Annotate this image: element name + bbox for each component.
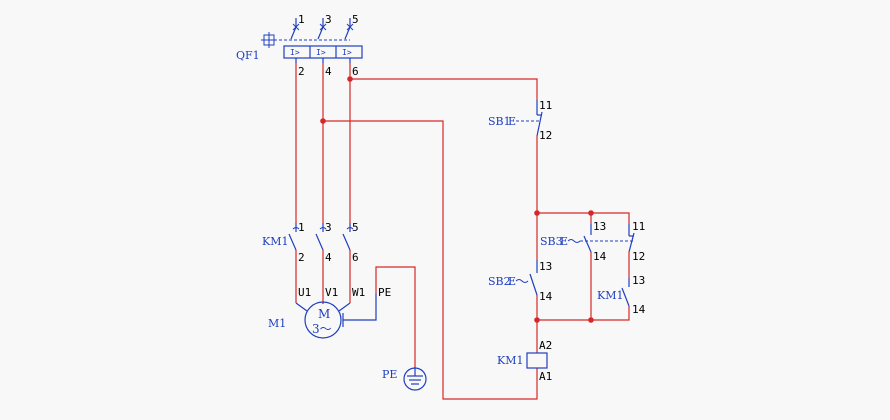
qf1-terminal-2: 2 [298, 65, 305, 78]
junction-dot [320, 118, 326, 124]
motor-label: M1 [268, 317, 286, 330]
junction-dot [588, 210, 594, 216]
km1-main-blade-3 [315, 233, 324, 251]
qf1-trip-label-2: I> [316, 48, 326, 57]
km1-aux-terminal-14: 14 [632, 303, 646, 316]
pe-ground: PE [382, 367, 427, 391]
wiring [295, 63, 630, 400]
motor-lead-w1 [338, 302, 351, 312]
coil-terminal-a2: A2 [539, 339, 552, 352]
sb2-start-button: E SB2 13 14 [488, 260, 553, 303]
km1-coil: KM1 A2 A1 [497, 339, 552, 383]
motor-pe-lead [343, 294, 377, 321]
sb1-terminal-12: 12 [539, 129, 552, 142]
sb1-terminal-11: 11 [539, 99, 552, 112]
qf1-trip-label-3: I> [342, 48, 352, 57]
sb2-terminal-13: 13 [539, 260, 552, 273]
sb3-no-blade [583, 235, 592, 253]
pe-ground-label: PE [382, 368, 397, 381]
km1-main-terminal-4: 4 [325, 251, 332, 264]
sb1-stop-button: E SB1 11 12 [488, 99, 552, 142]
km1-main-contacts: KM1 1 3 5 2 4 6 [262, 221, 359, 264]
sb2-terminal-14: 14 [539, 290, 553, 303]
km1-main-blade-1 [288, 233, 297, 251]
qf1-terminal-5: 5 [352, 13, 359, 26]
motor-symbol: M [318, 307, 330, 321]
km1-main-arc-5 [346, 227, 354, 230]
motor-subtitle: 3～ [312, 322, 332, 336]
sb3-button: E SB3 13 14 11 12 [540, 220, 645, 263]
km1-main-terminal-5: 5 [352, 221, 359, 234]
qf1-trip-label-1: I> [290, 48, 300, 57]
km1-main-terminal-2: 2 [298, 251, 305, 264]
qf1-cross-5b [346, 23, 354, 31]
wire-branch-bottom [537, 306, 630, 321]
qf1-terminal-4: 4 [325, 65, 332, 78]
qf1-terminal-1: 1 [298, 13, 305, 26]
qf1-cross-1b [292, 23, 300, 31]
km1-main-blade-5 [342, 233, 351, 251]
motor-terminal-v1: V1 [325, 286, 338, 299]
sb2-operator-icon: E [508, 275, 516, 288]
qf1-blade-1 [290, 26, 297, 40]
qf1-terminal-3: 3 [325, 13, 332, 26]
sb2-blade [529, 273, 538, 296]
junction-dot [534, 210, 540, 216]
sb3-actuator-wave [567, 239, 581, 243]
sb3-terminal-11: 11 [632, 220, 645, 233]
motor-lead-u1 [295, 302, 308, 312]
wire-branch-top [537, 212, 630, 224]
wire-pe [375, 266, 416, 367]
motor-terminal-w1: W1 [352, 286, 365, 299]
coil-terminal-a1: A1 [539, 370, 552, 383]
qf1-blade-3 [317, 26, 324, 40]
qf1-breaker: I> I> I> QF1 1 3 5 2 4 6 [236, 13, 363, 78]
qf1-blade-5 [344, 26, 351, 40]
km1-aux-contact: KM1 13 14 [597, 274, 646, 316]
wire-control-supply [350, 78, 538, 100]
motor-terminal-pe: PE [378, 286, 391, 299]
sb3-terminal-14: 14 [593, 250, 607, 263]
km1-main-terminal-6: 6 [352, 251, 359, 264]
sb3-nc-blade [628, 232, 635, 253]
km1-main-arc-3 [319, 227, 327, 230]
junction-dots [320, 76, 594, 323]
sb3-label: SB3 [540, 235, 563, 248]
km1-main-terminal-1: 1 [298, 221, 305, 234]
motor-m1: M 3～ M1 U1 V1 W1 PE [268, 286, 391, 339]
sb3-operator-icon: E [560, 235, 568, 248]
km1-main-terminal-3: 3 [325, 221, 332, 234]
km1-coil-icon [526, 352, 548, 369]
junction-dot [588, 317, 594, 323]
qf1-cross-3b [319, 23, 327, 31]
junction-dot [347, 76, 353, 82]
sb1-blade [536, 111, 543, 137]
wire-control-return [323, 120, 538, 400]
sb3-terminal-13: 13 [593, 220, 606, 233]
sb1-operator-icon: E [508, 115, 516, 128]
sb2-actuator-wave [515, 279, 529, 283]
sb1-label: SB1 [488, 115, 511, 128]
motor-icon [304, 301, 342, 339]
qf1-terminal-6: 6 [352, 65, 359, 78]
motor-terminal-u1: U1 [298, 286, 311, 299]
km1-aux-label: KM1 [597, 289, 623, 302]
km1-aux-blade [621, 287, 630, 307]
km1-main-arc-1 [292, 227, 300, 230]
sb2-label: SB2 [488, 275, 511, 288]
km1-aux-terminal-13: 13 [632, 274, 645, 287]
junction-dot [534, 317, 540, 323]
sb3-terminal-12: 12 [632, 250, 645, 263]
km1-coil-label: KM1 [497, 354, 523, 367]
qf1-label: QF1 [236, 49, 260, 62]
km1-main-label: KM1 [262, 235, 288, 248]
